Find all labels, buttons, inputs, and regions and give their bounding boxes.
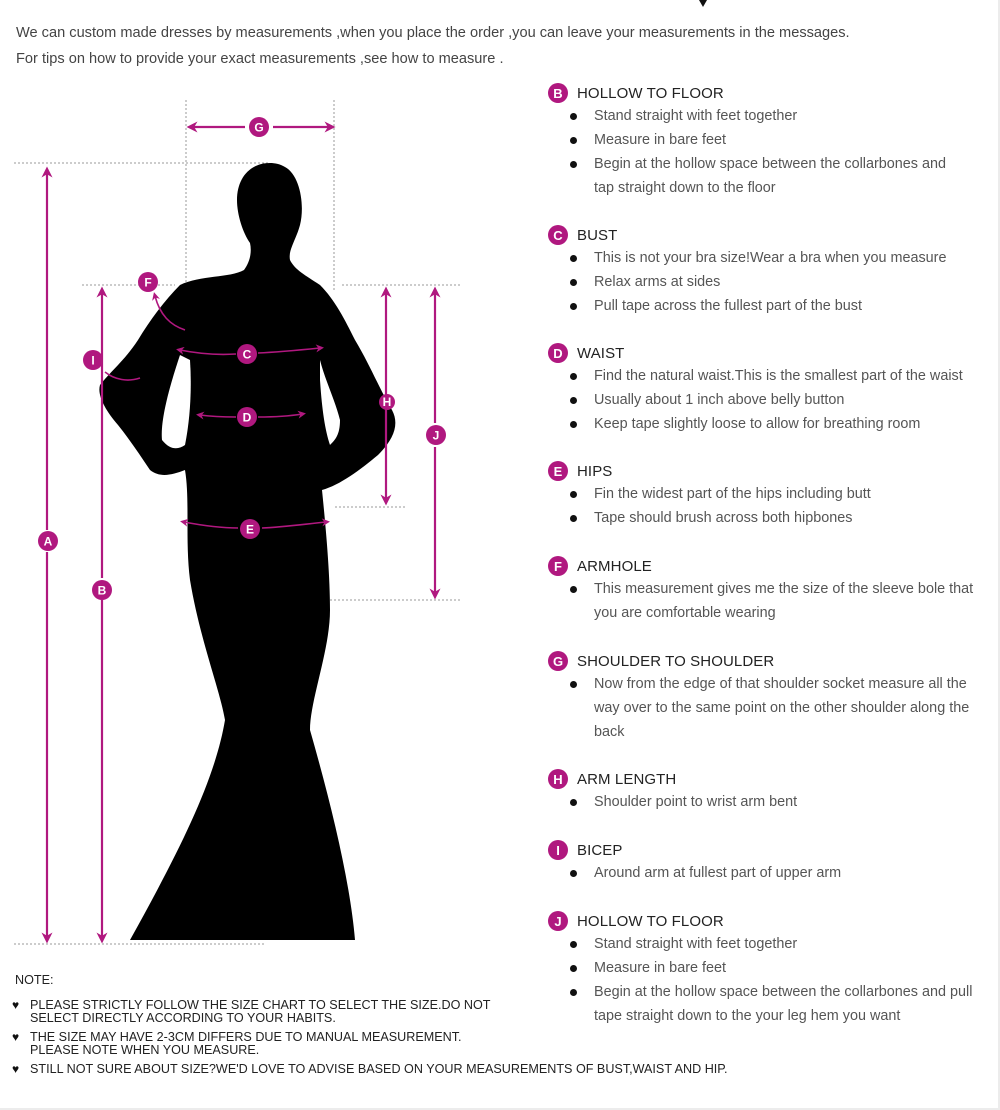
list-item: Shoulder point to wrist arm bent (548, 790, 998, 814)
section-title: BICEP (577, 841, 623, 859)
list-item: Relax arms at sides (548, 270, 998, 294)
svg-text:D: D (243, 411, 252, 425)
badge-g-icon: G (548, 651, 568, 671)
section-title: HIPS (577, 462, 613, 480)
section-bust: C BUST This is not your bra size!Wear a b… (548, 224, 998, 318)
section-title: ARM LENGTH (577, 770, 677, 788)
badge-d-icon: D (548, 343, 568, 363)
bullet-icon (570, 941, 577, 948)
section-arm-length: H ARM LENGTH Shoulder point to wrist arm … (548, 768, 998, 814)
intro-line-1: We can custom made dresses by measuremen… (16, 25, 850, 41)
list-item: Find the natural waist.This is the small… (548, 364, 998, 388)
list-item: Pull tape across the fullest part of the… (548, 294, 998, 318)
bullet-icon (570, 799, 577, 806)
list-item-continuation: way over to the same point on the other … (594, 700, 970, 716)
badge-h-icon: H (548, 769, 568, 789)
intro-line-2: For tips on how to provide your exact me… (16, 51, 504, 67)
list-item: Measure in bare feet (548, 128, 998, 152)
note-item: ♥ PLEASE STRICTLY FOLLOW THE SIZE CHART … (12, 998, 491, 1025)
bullet-icon (570, 965, 577, 972)
badge-j-icon: J (548, 911, 568, 931)
bullet-icon (570, 373, 577, 380)
section-bicep: I BICEP Around arm at fullest part of upp… (548, 839, 998, 885)
measurement-figure-diagram: G F I C D E A B H J (14, 100, 462, 945)
bullet-icon (570, 113, 577, 120)
list-item: This is not your bra size!Wear a bra whe… (548, 246, 998, 270)
note-label: NOTE: (15, 973, 54, 987)
list-item: Fin the widest part of the hips includin… (548, 482, 998, 506)
bullet-icon (570, 989, 577, 996)
bullet-icon (570, 491, 577, 498)
section-armhole: F ARMHOLE This measurement gives me the s… (548, 555, 998, 625)
list-item: Keep tape slightly loose to allow for br… (548, 412, 998, 436)
svg-text:A: A (44, 535, 53, 549)
badge-e-icon: E (548, 461, 568, 481)
svg-text:C: C (243, 348, 252, 362)
svg-text:F: F (144, 276, 151, 290)
bullet-icon (570, 137, 577, 144)
note-item: ♥ THE SIZE MAY HAVE 2-3CM DIFFERS DUE TO… (12, 1030, 462, 1057)
top-pointer-icon (699, 0, 707, 7)
bullet-icon (570, 397, 577, 404)
section-title: HOLLOW TO FLOOR (577, 84, 724, 102)
notes-block: NOTE: ♥ PLEASE STRICTLY FOLLOW THE SIZE … (12, 973, 812, 1082)
list-item: This measurement gives me the size of th… (548, 577, 998, 601)
bullet-icon (570, 515, 577, 522)
list-item-continuation: you are comfortable wearing (594, 605, 776, 621)
section-title: BUST (577, 226, 618, 244)
heart-icon: ♥ (12, 998, 20, 1012)
svg-text:G: G (254, 121, 263, 135)
note-item: ♥ STILL NOT SURE ABOUT SIZE?WE'D LOVE TO… (12, 1062, 728, 1076)
list-item: Begin at the hollow space between the co… (548, 152, 998, 176)
bullet-icon (570, 255, 577, 262)
svg-text:I: I (91, 354, 94, 368)
intro-text: We can custom made dresses by measuremen… (16, 20, 850, 72)
section-hollow-to-floor-b: B HOLLOW TO FLOOR Stand straight with fee… (548, 82, 998, 200)
dress-silhouette (99, 163, 396, 940)
bullet-icon (570, 421, 577, 428)
badge-f-icon: F (548, 556, 568, 576)
list-item: Around arm at fullest part of upper arm (548, 861, 998, 885)
list-item: Begin at the hollow space between the co… (548, 980, 998, 1004)
bullet-icon (570, 303, 577, 310)
badge-b-icon: B (548, 83, 568, 103)
bullet-icon (570, 586, 577, 593)
list-item-continuation: back (594, 724, 625, 740)
badge-c-icon: C (548, 225, 568, 245)
bullet-icon (570, 681, 577, 688)
list-item: Stand straight with feet together (548, 104, 998, 128)
list-item: Usually about 1 inch above belly button (548, 388, 998, 412)
bullet-icon (570, 161, 577, 168)
section-waist: D WAIST Find the natural waist.This is th… (548, 342, 998, 436)
section-hollow-to-floor-j: J HOLLOW TO FLOOR Stand straight with fee… (548, 910, 998, 1028)
list-item: Tape should brush across both hipbones (548, 506, 998, 530)
section-title: WAIST (577, 344, 625, 362)
section-title: ARMHOLE (577, 557, 652, 575)
svg-text:E: E (246, 523, 254, 537)
list-item: Measure in bare feet (548, 956, 998, 980)
bullet-icon (570, 279, 577, 286)
heart-icon: ♥ (12, 1062, 20, 1076)
heart-icon: ♥ (12, 1030, 20, 1044)
section-title: SHOULDER TO SHOULDER (577, 652, 775, 670)
svg-text:B: B (98, 584, 107, 598)
svg-text:H: H (383, 395, 392, 409)
list-item: Now from the edge of that shoulder socke… (548, 672, 998, 696)
svg-text:J: J (433, 429, 440, 443)
section-shoulder-to-shoulder: G SHOULDER TO SHOULDER Now from the edge … (548, 650, 998, 744)
list-item: Stand straight with feet together (548, 932, 998, 956)
section-hips: E HIPS Fin the widest part of the hips in… (548, 460, 998, 530)
list-item-continuation: tape straight down to the your leg hem y… (594, 1008, 901, 1024)
list-item-continuation: tap straight down to the floor (594, 180, 776, 196)
figure-badges: G F I C D E A B H J (38, 117, 446, 600)
bullet-icon (570, 870, 577, 877)
section-title: HOLLOW TO FLOOR (577, 912, 724, 930)
badge-i-icon: I (548, 840, 568, 860)
